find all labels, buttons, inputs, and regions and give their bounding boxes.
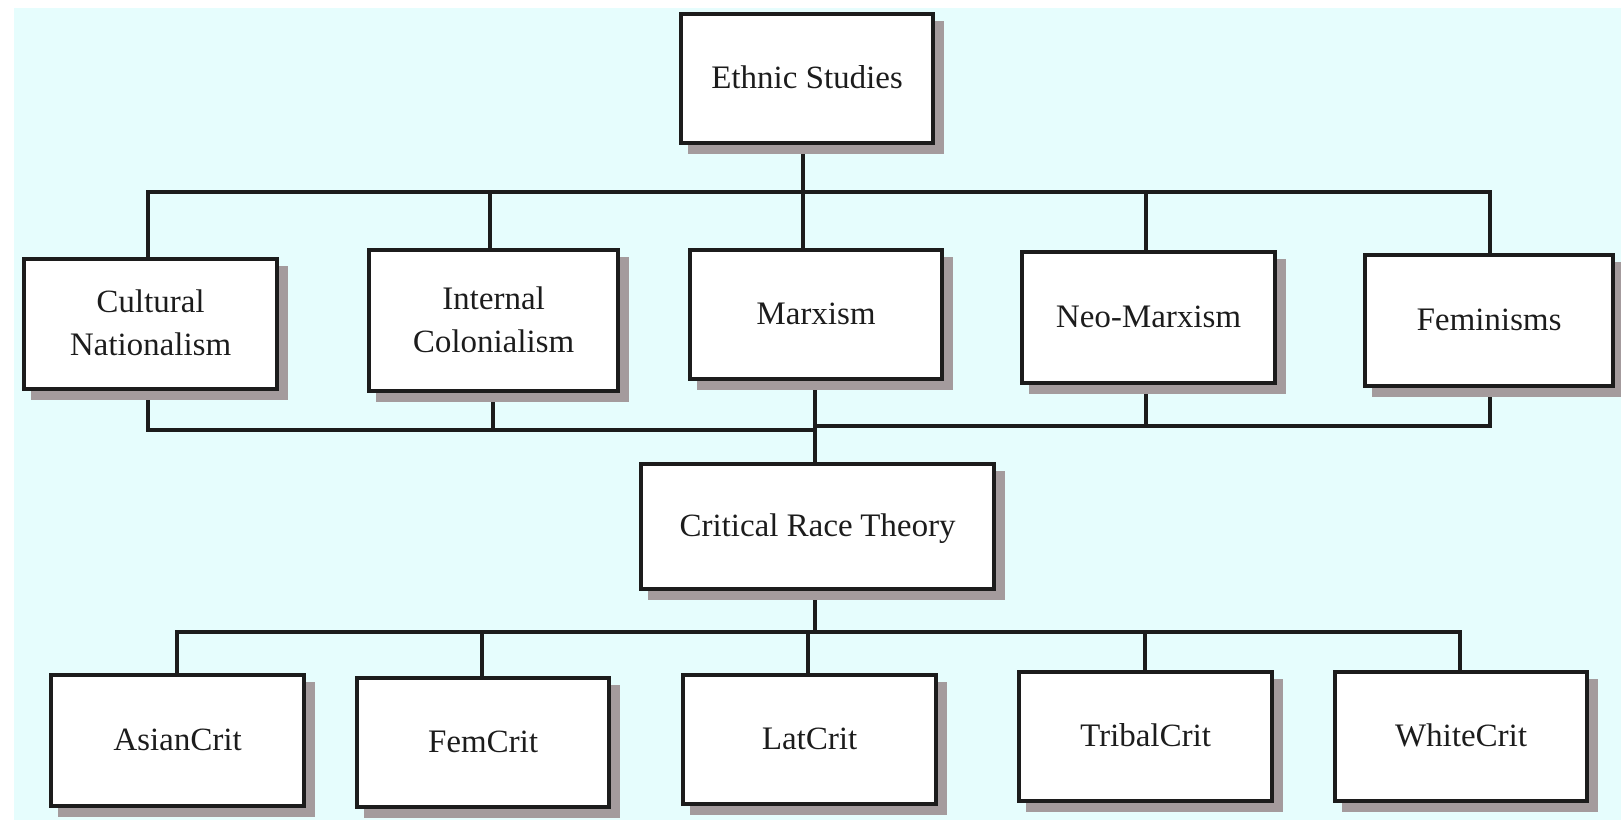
node-label: Feminisms xyxy=(1416,302,1562,339)
node-critical-race-theory: Critical Race Theory xyxy=(639,462,996,591)
node-label: AsianCrit xyxy=(113,722,242,759)
node-marxism: Marxism xyxy=(688,248,944,381)
node-label: Internal Colonialism xyxy=(412,280,575,360)
node-whitecrit: WhiteCrit xyxy=(1333,670,1589,803)
node-cultural-nationalism: Cultural Nationalism xyxy=(22,257,279,391)
node-internal-colonialism: Internal Colonialism xyxy=(367,248,620,393)
node-label: LatCrit xyxy=(761,721,858,758)
node-ethnic-studies: Ethnic Studies xyxy=(679,12,935,145)
node-label: FemCrit xyxy=(427,724,538,761)
node-label: Ethnic Studies xyxy=(711,60,903,97)
node-tribalcrit: TribalCrit xyxy=(1017,670,1274,803)
node-label: Critical Race Theory xyxy=(679,508,956,545)
node-label: Cultural Nationalism xyxy=(69,284,232,363)
node-label: Marxism xyxy=(756,296,876,333)
node-label: Neo-Marxism xyxy=(1055,299,1242,336)
node-asiancrit: AsianCrit xyxy=(49,673,306,808)
node-feminisms: Feminisms xyxy=(1363,253,1615,388)
node-latcrit: LatCrit xyxy=(681,673,938,806)
node-neo-marxism: Neo-Marxism xyxy=(1020,250,1277,385)
node-label: TribalCrit xyxy=(1080,718,1211,755)
node-label: WhiteCrit xyxy=(1395,718,1527,755)
node-femcrit: FemCrit xyxy=(355,676,611,809)
